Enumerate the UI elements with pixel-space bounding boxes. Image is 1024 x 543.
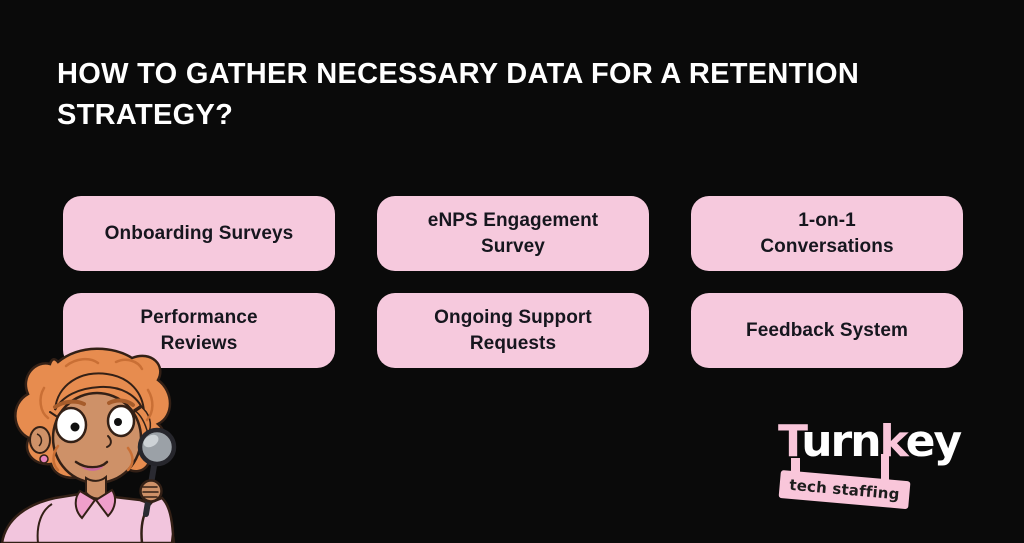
mascot-ear xyxy=(29,426,51,454)
mascot-eyes xyxy=(49,404,141,444)
card-label: 1-on-1 Conversations xyxy=(760,210,894,257)
logo-stem-k xyxy=(881,454,889,482)
logo-letter-t: T xyxy=(778,416,803,467)
card-onboarding-surveys: Onboarding Surveys xyxy=(63,196,335,271)
brand-logo: Turnkey tech staffing xyxy=(778,420,988,515)
card-label: Onboarding Surveys xyxy=(104,222,294,244)
mascot-hand xyxy=(139,479,163,503)
logo-letters-urn: urn xyxy=(801,416,881,467)
mascot-mouth xyxy=(74,460,109,471)
card-label: eNPS Engagement Survey xyxy=(427,210,599,257)
card-1-on-1-conversations: 1-on-1 Conversations xyxy=(691,196,963,271)
logo-wordmark: Turnkey xyxy=(778,420,962,464)
logo-tagline: tech staffing xyxy=(788,475,901,504)
card-ongoing-support-requests: Ongoing Support Requests xyxy=(377,293,649,368)
logo-tagline-banner: tech staffing xyxy=(778,470,911,510)
card-feedback-system: Feedback System xyxy=(691,293,963,368)
mascot-illustration xyxy=(0,347,177,543)
card-label: Performance Reviews xyxy=(140,307,258,354)
card-label: Ongoing Support Requests xyxy=(434,307,592,354)
card-grid: Onboarding Surveys eNPS Engagement Surve… xyxy=(63,196,963,368)
mascot-earring xyxy=(39,454,49,464)
logo-letters-ey: ey xyxy=(905,416,963,467)
card-label: Feedback System xyxy=(745,319,909,341)
card-enps-engagement-survey: eNPS Engagement Survey xyxy=(377,196,649,271)
mascot-eyebrows xyxy=(53,398,135,409)
page-title: HOW TO GATHER NECESSARY DATA FOR A RETEN… xyxy=(57,58,860,132)
mascot-nose xyxy=(106,435,112,448)
